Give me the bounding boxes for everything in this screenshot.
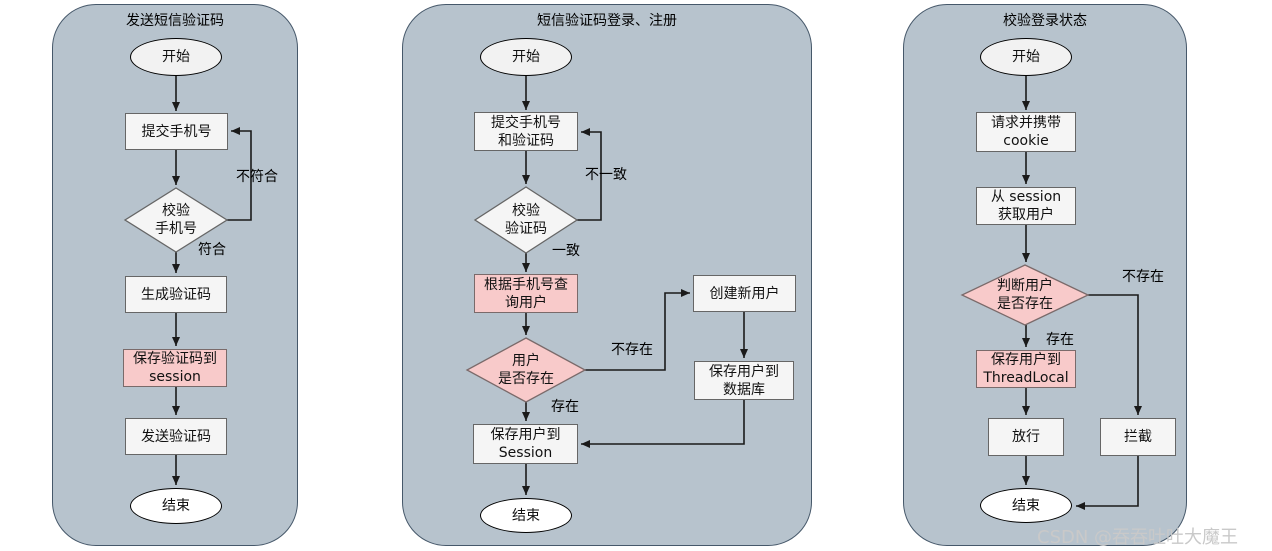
p2-user-exists-text: 用户 是否存在	[498, 353, 554, 387]
p2-label-not-consistent: 不一致	[585, 167, 627, 183]
p3-intercept-box: 拦截	[1100, 418, 1176, 456]
edge-p3-judge-to-intercept	[1088, 294, 1142, 415]
p1-end-oval: 结束	[130, 488, 222, 524]
decision-verify-code-shape	[473, 186, 579, 254]
edge-p2-exists-to-create	[585, 289, 690, 371]
p3-pass-box: 放行	[988, 418, 1064, 456]
p3-label-not-exist: 不存在	[1122, 269, 1164, 285]
p2-submit-phone-code-box: 提交手机号 和验证码	[474, 112, 578, 151]
panel-title-check-login-state: 校验登录状态	[1003, 13, 1087, 29]
watermark: CSDN @吞吞吐吐大魔王	[1037, 527, 1239, 548]
p2-verify-code-text: 校验 验证码	[505, 203, 547, 237]
p2-create-user-box: 创建新用户	[693, 275, 796, 312]
p1-submit-phone-box: 提交手机号	[125, 113, 228, 150]
p1-label-match: 符合	[198, 242, 226, 258]
p1-label-not-match: 不符合	[236, 169, 278, 185]
p1-generate-code-box: 生成验证码	[125, 276, 227, 313]
decision-judge-user-shape	[960, 264, 1090, 326]
edge-p1-verify-loop-back	[227, 127, 252, 221]
p3-request-cookie-box: 请求并携带 cookie	[976, 112, 1076, 152]
edge-p2-savedb-to-savesession	[581, 400, 745, 448]
panel-title-sms-login-register: 短信验证码登录、注册	[537, 13, 677, 29]
p2-label-consistent: 一致	[552, 243, 580, 259]
p2-label-not-exist: 不存在	[611, 342, 653, 358]
edge-p3-intercept-to-end	[1076, 456, 1139, 510]
p2-label-exist: 存在	[551, 399, 579, 415]
panel-send-sms-code: 发送短信验证码	[52, 4, 298, 546]
panel-title-send-sms-code: 发送短信验证码	[126, 13, 224, 29]
p1-send-code-box: 发送验证码	[125, 418, 227, 455]
p3-get-user-session-box: 从 session 获取用户	[976, 187, 1076, 225]
p3-end-oval: 结束	[980, 488, 1072, 523]
p3-save-threadlocal-box: 保存用户到 ThreadLocal	[976, 350, 1076, 388]
decision-verify-phone-shape	[123, 187, 229, 253]
p2-end-oval: 结束	[480, 498, 572, 533]
p1-verify-phone-text: 校验 手机号	[155, 203, 197, 237]
edge-p2-verify-loop-back	[577, 128, 602, 221]
p3-judge-user-text: 判断用户 是否存在	[997, 278, 1053, 312]
p2-start-oval: 开始	[480, 38, 572, 76]
p1-start-oval: 开始	[130, 38, 222, 76]
p2-query-user-box: 根据手机号查 询用户	[474, 274, 578, 313]
p3-start-oval: 开始	[980, 38, 1072, 76]
p3-label-exist: 存在	[1046, 332, 1074, 348]
p2-save-user-session-box: 保存用户到 Session	[473, 424, 578, 464]
decision-user-exists-shape	[465, 337, 587, 403]
p2-save-user-db-box: 保存用户到 数据库	[694, 361, 794, 400]
p1-save-code-session-box: 保存验证码到 session	[123, 349, 227, 387]
